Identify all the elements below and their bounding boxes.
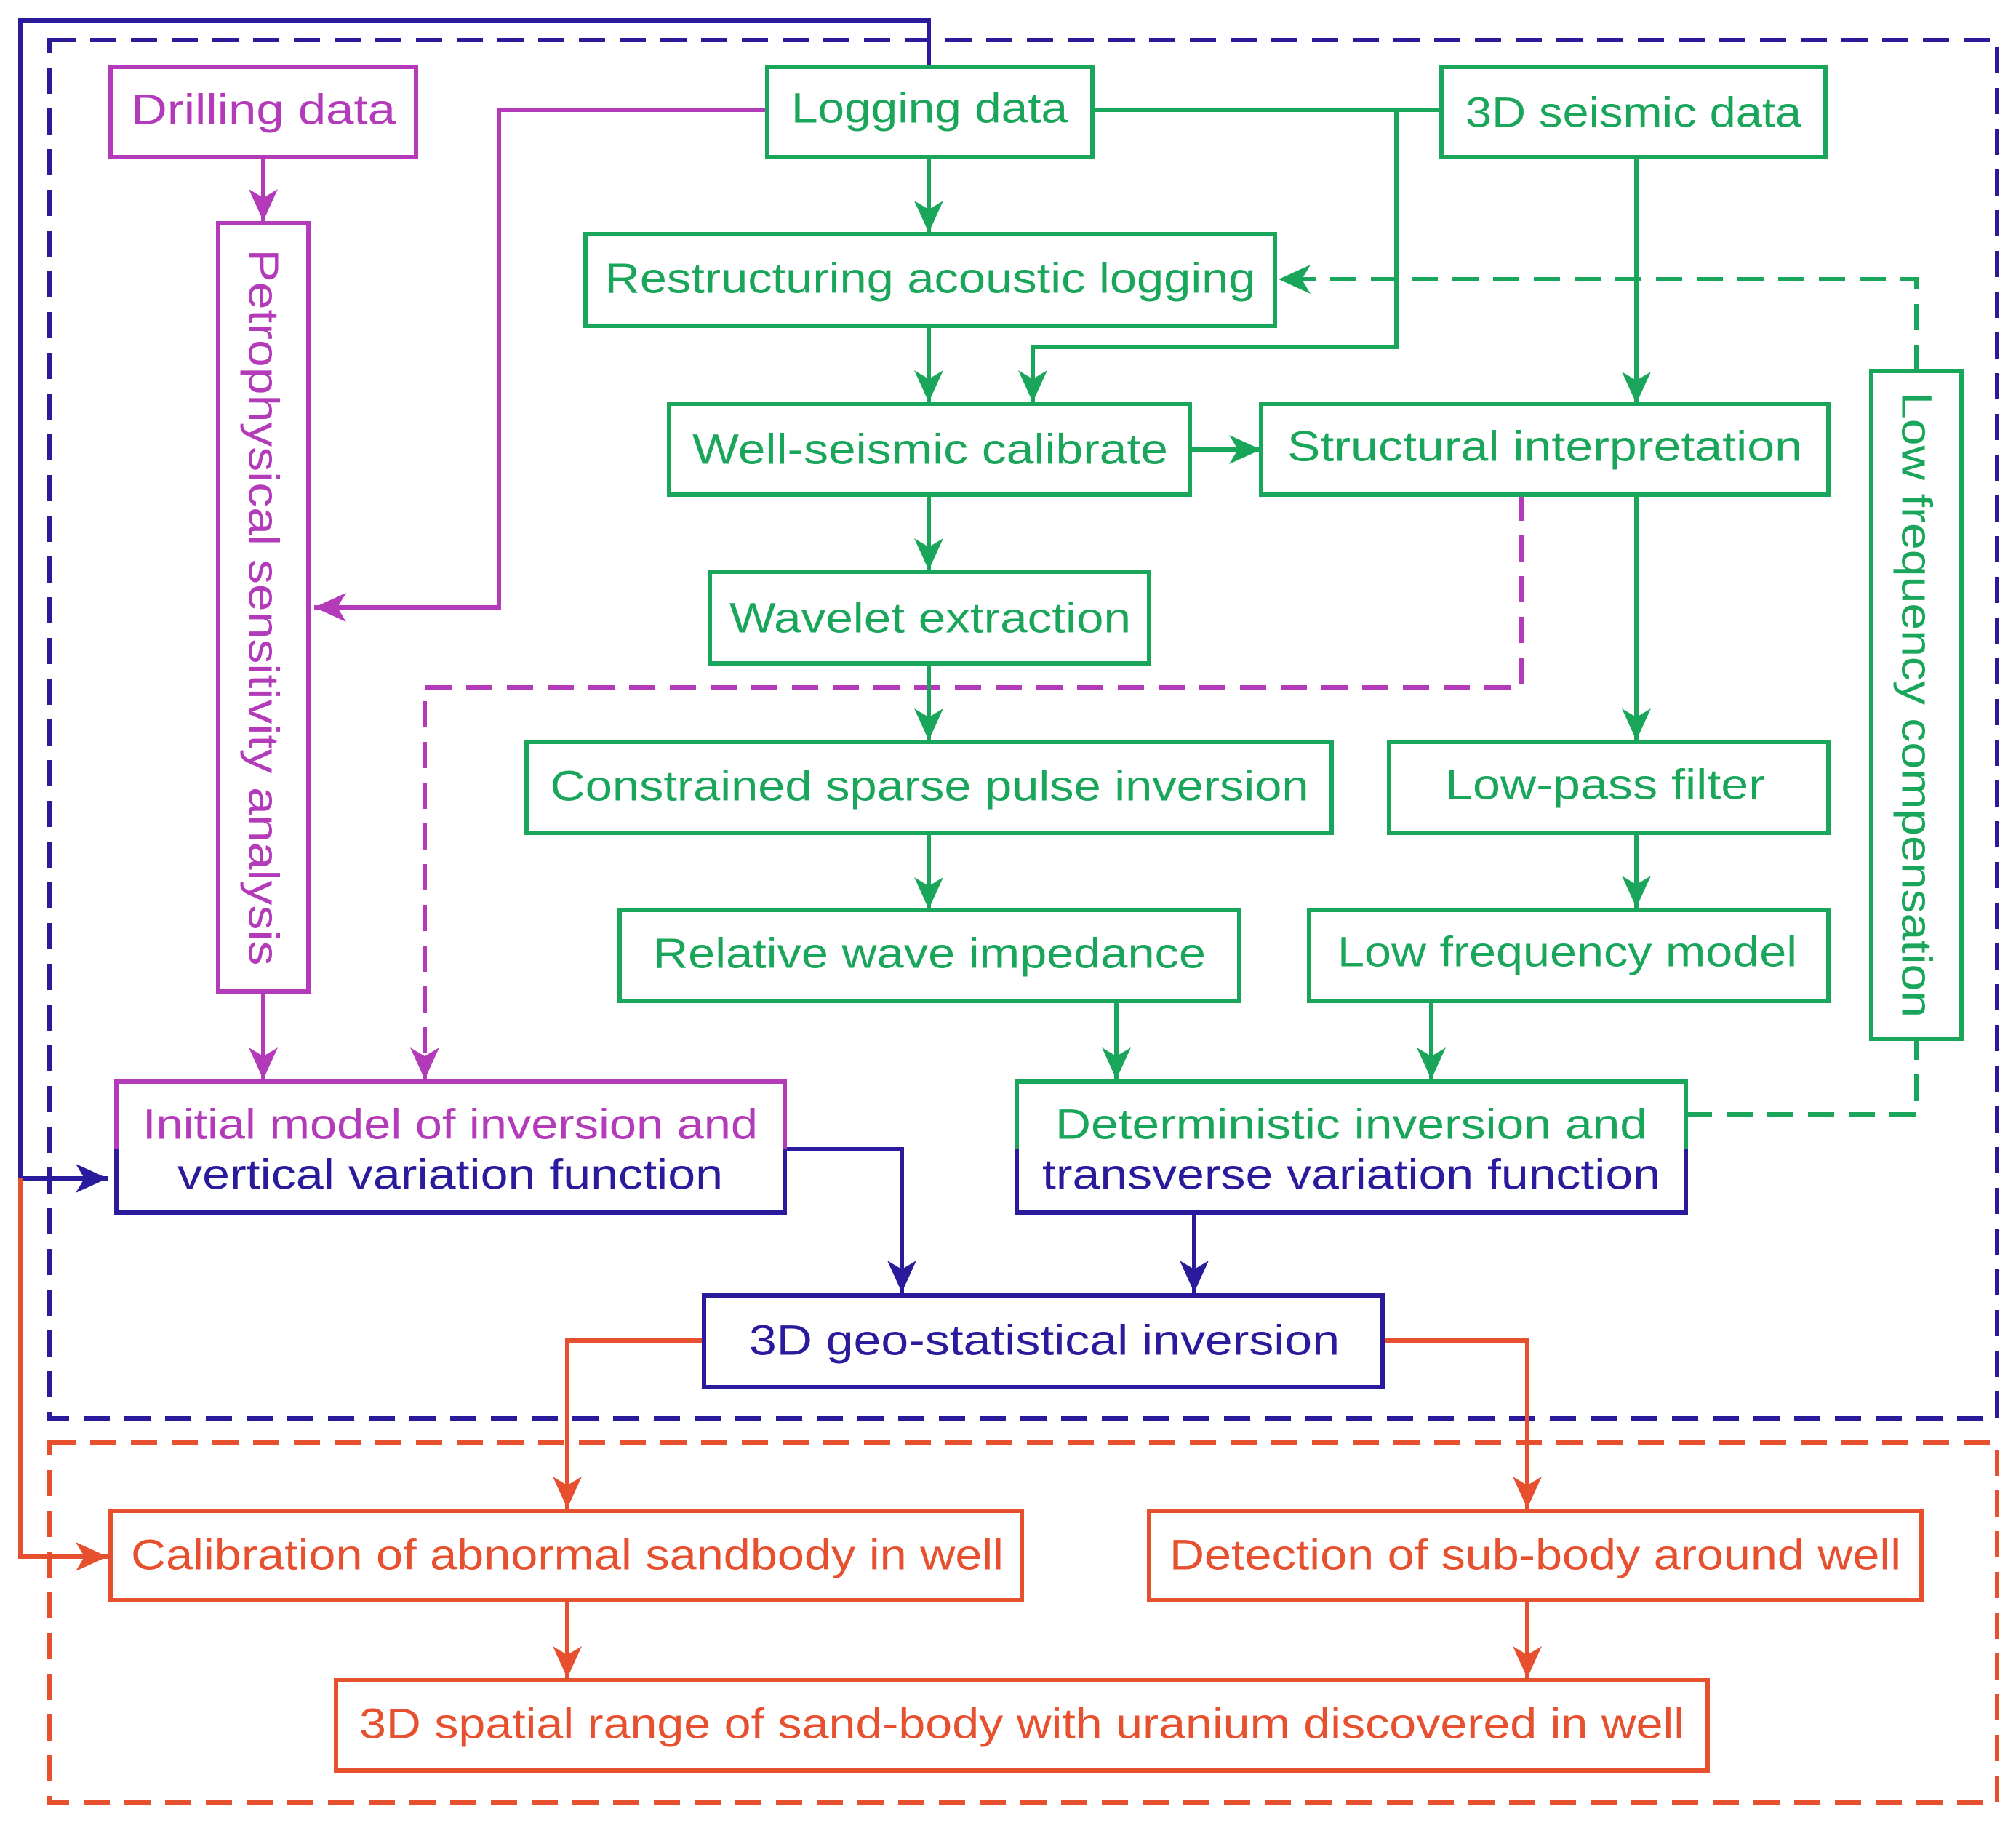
constrained-sparse-pulse-inversion-label: Constrained sparse pulse inversion xyxy=(551,763,1309,810)
connector-logging-to-petrophysical xyxy=(314,108,767,622)
structural-interpretation-box xyxy=(1259,402,1831,497)
connector-deterministic-to-compensation xyxy=(1686,1039,1919,1117)
wavelet-extraction-label: Wavelet extraction xyxy=(729,595,1131,642)
drilling-data-box xyxy=(108,65,418,159)
detection-sub-body-label: Detection of sub-body around well xyxy=(1169,1532,1901,1579)
low-pass-filter-box xyxy=(1387,740,1831,835)
connector-compensation-to-restructuring xyxy=(1279,265,1919,371)
spatial-range-sandbody-label: 3D spatial range of sand-body with urani… xyxy=(359,1701,1684,1748)
deterministic-label-line2: transverse variation function xyxy=(1042,1151,1660,1199)
petrophysical-sensitivity-analysis-box xyxy=(216,221,311,994)
connector-to-calibration-sandbody xyxy=(18,1178,108,1571)
geostatistical-inversion-label: 3D geo-statistical inversion xyxy=(749,1317,1340,1365)
prediction-region-frame xyxy=(47,1440,1999,1805)
relative-wave-impedance-label: Relative wave impedance xyxy=(653,930,1206,978)
seismic-3d-data-label: 3D seismic data xyxy=(1465,89,1802,137)
restructuring-acoustic-logging-box xyxy=(583,232,1277,328)
petrophysical-sensitivity-analysis-label: Petrophysical sensitivity analysis xyxy=(240,249,287,966)
connector-geostat-to-detection xyxy=(1383,1338,1542,1509)
seismic-3d-data-box xyxy=(1439,65,1828,159)
geostatistical-inversion-box xyxy=(702,1293,1385,1389)
drilling-data-label: Drilling data xyxy=(131,87,396,134)
initial-model-label-line1: Initial model of inversion and xyxy=(143,1101,758,1149)
calibration-abnormal-sandbody-label: Calibration of abnormal sandbody in well xyxy=(131,1532,1004,1579)
low-pass-filter-label: Low-pass filter xyxy=(1445,762,1765,809)
inversion-region-frame xyxy=(47,38,1999,1421)
structural-interpretation-label: Structural interpretation xyxy=(1287,423,1802,471)
spatial-range-sandbody-box xyxy=(334,1678,1710,1773)
low-frequency-model-box xyxy=(1307,908,1831,1003)
wavelet-extraction-box xyxy=(708,570,1151,666)
calibration-abnormal-sandbody-box xyxy=(108,1509,1024,1602)
deterministic-inversion-box xyxy=(1015,1079,1688,1215)
well-seismic-calibrate-box xyxy=(667,402,1192,497)
initial-model-label-line2: vertical variation function xyxy=(177,1151,723,1199)
connector-geostat-to-calibration xyxy=(553,1338,704,1509)
connector-logging-to-initial-model xyxy=(18,18,931,1193)
relative-wave-impedance-box xyxy=(617,908,1241,1003)
deterministic-label-line1: Deterministic inversion and xyxy=(1055,1101,1647,1149)
low-frequency-model-label: Low frequency model xyxy=(1337,929,1797,976)
low-frequency-compensation-label: Low frequency compensation xyxy=(1893,392,1940,1018)
logging-data-box xyxy=(765,65,1095,159)
logging-data-label: Logging data xyxy=(791,85,1068,132)
well-seismic-calibrate-label: Well-seismic calibrate xyxy=(692,426,1168,474)
connector-structural-to-initial-model xyxy=(410,495,1524,1079)
initial-model-box xyxy=(114,1079,787,1215)
connector-initial-model-to-geostat xyxy=(785,1147,916,1293)
low-frequency-compensation-box xyxy=(1869,369,1964,1041)
constrained-sparse-pulse-inversion-box xyxy=(524,740,1334,835)
connector-seismic-to-calibrate xyxy=(1018,110,1399,402)
detection-sub-body-box xyxy=(1147,1509,1924,1602)
restructuring-acoustic-logging-label: Restructuring acoustic logging xyxy=(605,255,1256,303)
